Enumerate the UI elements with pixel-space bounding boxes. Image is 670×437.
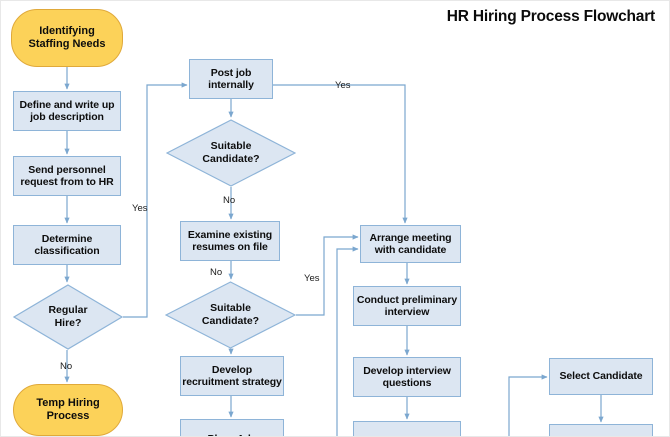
node-conduct-preliminary-interview[interactable]: Conduct preliminary interview: [353, 286, 461, 326]
node-send-personnel-request[interactable]: Send personnel request from to HR: [13, 156, 121, 196]
node-suitable-candidate-resumes[interactable]: Suitable Candidate?: [165, 281, 296, 349]
node-line: Candidate?: [201, 315, 260, 327]
node-line: Develop: [211, 363, 253, 376]
node-line: Hire?: [54, 317, 82, 329]
diamond-shape: [165, 281, 296, 349]
node-line: Temp Hiring: [36, 397, 100, 410]
node-temp-hiring-process[interactable]: Temp Hiring Process: [13, 384, 123, 436]
edge-postjob-yes-to-arrange: [273, 84, 408, 224]
node-line: Develop interview: [363, 364, 451, 377]
node-label: Suitable Candidate?: [165, 281, 296, 349]
node-line: Identifying: [39, 25, 95, 38]
node-develop-interview-questions[interactable]: Develop interview questions: [353, 357, 461, 397]
node-line: Process: [46, 410, 90, 422]
edge-label-regular-hire-yes: Yes: [132, 203, 148, 214]
node-line: resumes on file: [192, 241, 268, 253]
node-place-ads[interactable]: Place Ads: [180, 419, 284, 436]
edge-label-suitable-internal-no: No: [223, 195, 236, 206]
node-suitable-candidate-internal[interactable]: Suitable Candidate?: [166, 119, 296, 187]
node-line: Staffing Needs: [28, 38, 106, 50]
edge-label-suitable-resumes-yes: Yes: [304, 273, 320, 284]
node-line: Suitable: [210, 301, 251, 314]
node-line: Select Candidate: [559, 370, 643, 383]
node-define-job-description[interactable]: Define and write up job description: [13, 91, 121, 131]
node-determine-pay[interactable]: Determine Pay: [549, 424, 653, 436]
node-line: Regular: [48, 303, 88, 316]
edge-label-post-job-yes: Yes: [335, 80, 351, 91]
diamond-shape: [166, 119, 296, 187]
node-regular-hire-decision[interactable]: Regular Hire?: [13, 284, 123, 350]
node-line: Determine: [41, 232, 93, 245]
node-line: Send personnel: [28, 163, 106, 176]
node-conduct-interview[interactable]: Conduct interview: [353, 421, 461, 436]
node-line: Define and write up: [19, 98, 115, 111]
node-examine-existing-resumes[interactable]: Examine existing resumes on file: [180, 221, 280, 261]
node-determine-classification[interactable]: Determine classification: [13, 225, 121, 265]
page-title: HR Hiring Process Flowchart: [446, 8, 655, 25]
edge-into-select-candidate: [508, 374, 548, 436]
node-line: request from to HR: [20, 176, 114, 188]
node-line: job description: [30, 111, 104, 123]
node-identifying-staffing-needs[interactable]: Identifying Staffing Needs: [11, 9, 123, 67]
edge-label-regular-hire-no: No: [60, 361, 73, 372]
node-line: Post job: [210, 66, 252, 79]
node-line: internally: [208, 79, 254, 91]
node-line: Conduct interview: [362, 435, 451, 436]
node-line: Examine existing: [187, 228, 273, 241]
node-arrange-meeting[interactable]: Arrange meeting with candidate: [360, 225, 461, 263]
node-line: Arrange meeting: [369, 231, 452, 244]
node-line: with candidate: [374, 244, 447, 256]
node-line: Candidate?: [202, 153, 260, 165]
node-label: Suitable Candidate?: [166, 119, 296, 187]
node-develop-recruitment-strategy[interactable]: Develop recruitment strategy: [180, 356, 284, 396]
node-label: Regular Hire?: [13, 284, 123, 350]
edge-suitable-resumes-yes-to-arrange: [296, 234, 359, 316]
node-post-job-internally[interactable]: Post job internally: [189, 59, 273, 99]
node-line: questions: [382, 377, 432, 389]
node-line: Suitable: [210, 139, 252, 152]
node-line: classification: [34, 245, 100, 257]
node-line: recruitment strategy: [182, 376, 282, 388]
node-select-candidate[interactable]: Select Candidate: [549, 358, 653, 395]
node-line: Place Ads: [208, 433, 257, 436]
node-line: interview: [384, 306, 430, 318]
diamond-shape: [13, 284, 123, 350]
edge-loopback-to-arrange: [336, 246, 359, 436]
edge-label-examine-resumes-no: No: [210, 267, 223, 278]
edge-regular-yes-to-postjob: [123, 82, 188, 318]
node-line: Conduct preliminary: [356, 293, 458, 306]
